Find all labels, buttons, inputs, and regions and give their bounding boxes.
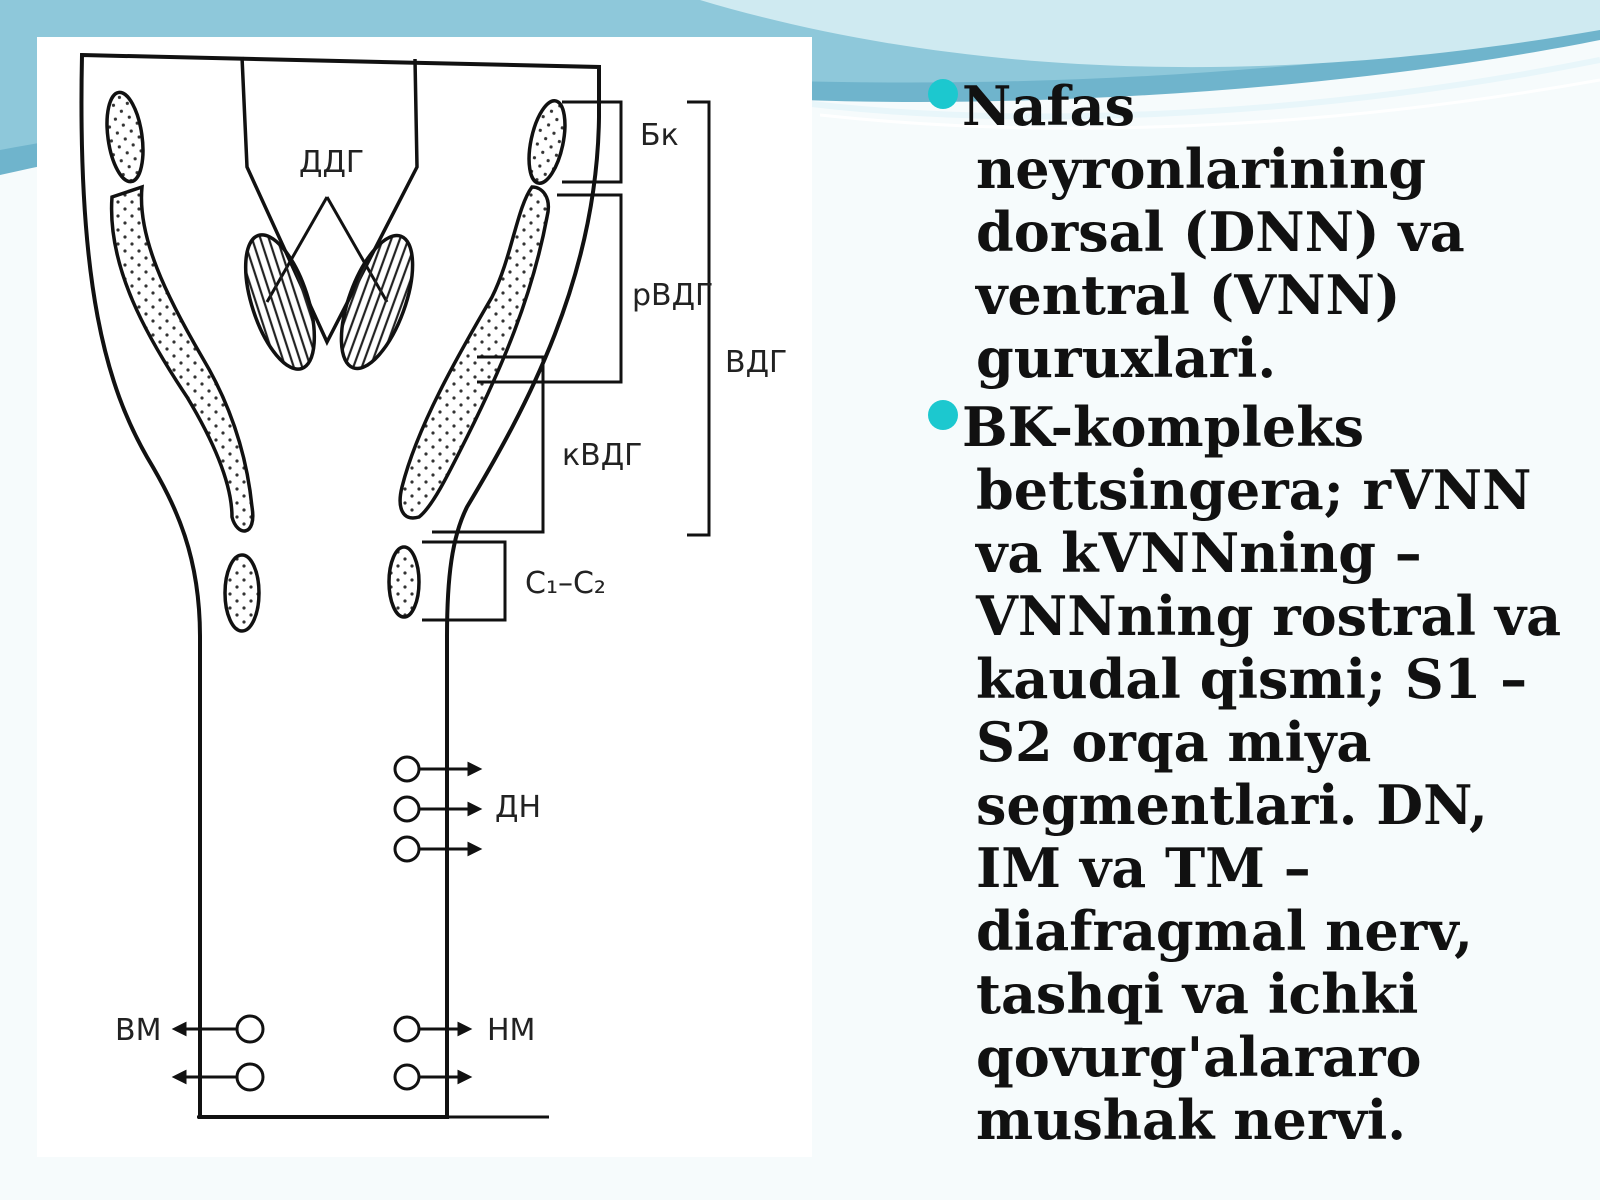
bullet-item-2: BK-kompleks bettsingera; rVNN va kVNNnin… (928, 395, 1570, 1152)
vdg-bracket (687, 100, 711, 537)
nm-neurons (393, 1015, 473, 1091)
bk-box (562, 100, 623, 184)
rvdg-box (477, 193, 623, 384)
bullet-item-1: Nafas neyronlarining dorsal (DNN) va ven… (928, 74, 1570, 390)
label-vdg: ВДГ (725, 345, 787, 380)
c1c2-box (422, 540, 507, 622)
label-c1c2: C₁–C₂ (525, 566, 606, 601)
kvdg-box (432, 355, 545, 534)
left-bk-nucleus (105, 90, 145, 184)
right-vdg-column (398, 185, 550, 520)
dn-neurons (393, 755, 483, 863)
label-bk: Бк (640, 118, 679, 153)
label-nm: НМ (487, 1013, 535, 1048)
ddg-region (240, 56, 419, 347)
respiratory-neuron-diagram: ДДГ Бк рВДГ ВДГ кВДГ C₁–C₂ ДН ВМ НМ (37, 37, 812, 1157)
label-dn: ДН (495, 790, 541, 825)
bullet-text-2: BK-kompleks bettsingera; rVNN va kVNNnin… (962, 395, 1562, 1152)
right-c1c2-nucleus (387, 545, 421, 619)
label-rvdg: рВДГ (632, 278, 713, 313)
right-bk-nucleus (527, 99, 567, 185)
bullet-dot-icon (928, 79, 958, 109)
label-kvdg: кВДГ (562, 438, 642, 473)
vm-neurons (171, 1014, 265, 1092)
bullet-list: Nafas neyronlarining dorsal (DNN) va ven… (928, 74, 1570, 1158)
left-c1c2-nucleus (223, 553, 261, 633)
ddg-left-nucleus (243, 233, 317, 371)
bullet-text-1: Nafas neyronlarining dorsal (DNN) va ven… (962, 74, 1465, 390)
left-vdg-column (109, 184, 255, 533)
label-ddg: ДДГ (299, 145, 364, 180)
bullet-dot-icon (928, 400, 958, 430)
ddg-right-nucleus (339, 233, 415, 371)
label-vm: ВМ (115, 1013, 161, 1048)
